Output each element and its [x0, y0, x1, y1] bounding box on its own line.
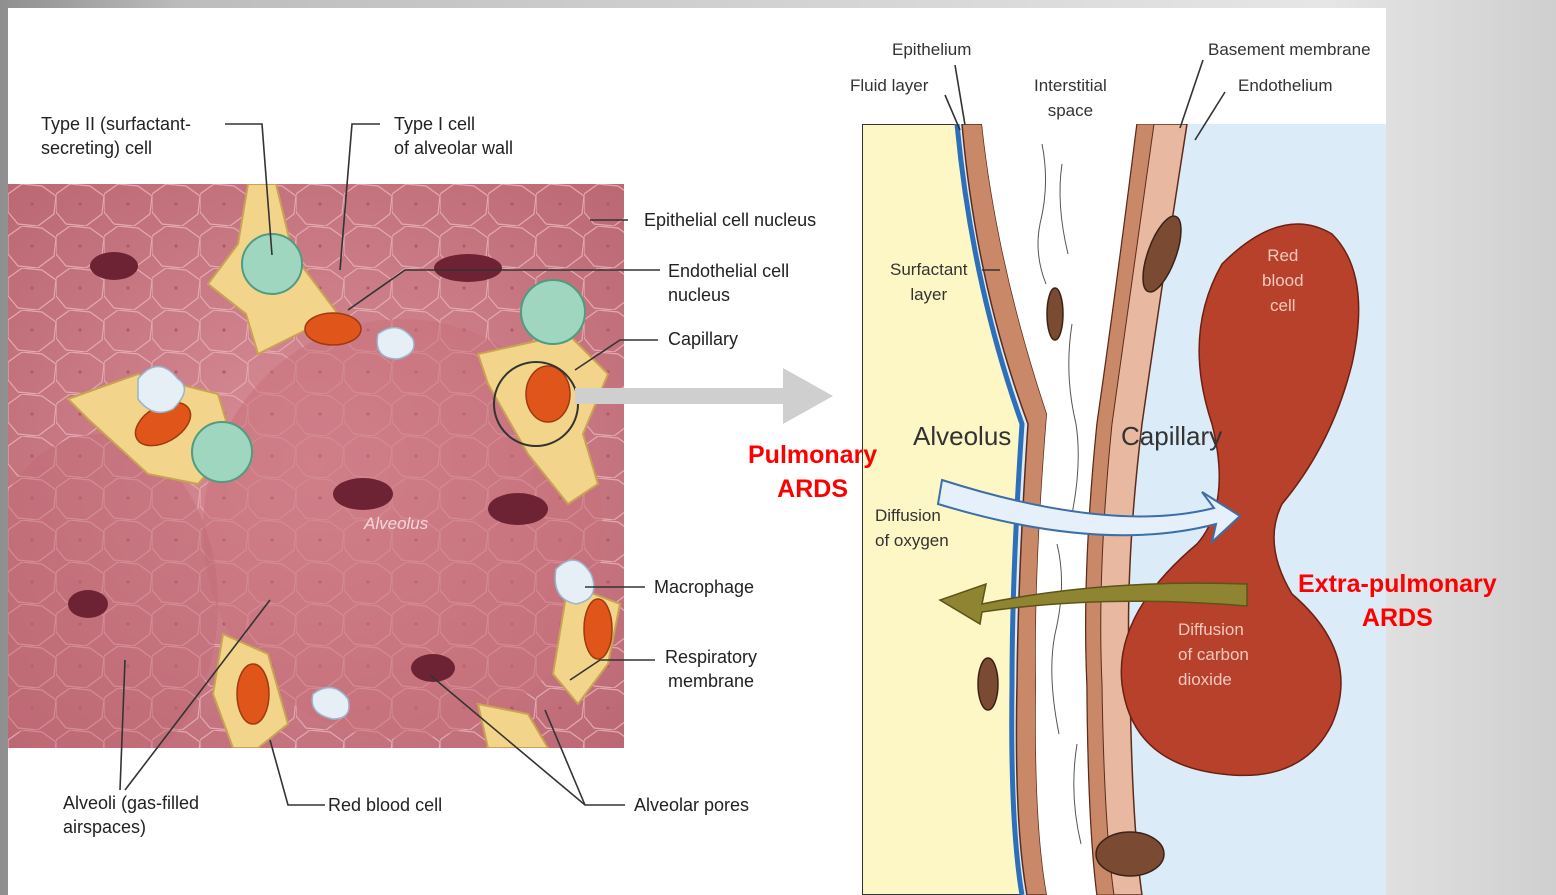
label-capillary-right: Capillary: [1121, 421, 1222, 452]
label-type-i-cell: Type I cell of alveolar wall: [394, 112, 513, 160]
label-red-blood-cell-right: Red blood cell: [1262, 243, 1304, 318]
annotation-extra-pulmonary-ards: Extra-pulmonary ARDS: [1298, 567, 1497, 635]
label-surfactant-layer: Surfactant layer: [890, 257, 968, 307]
label-endothelium: Endothelium: [1238, 73, 1333, 98]
label-alveolus-left: Alveolus: [364, 512, 428, 536]
label-basement-membrane: Basement membrane: [1208, 37, 1371, 62]
label-alveoli: Alveoli (gas-filled airspaces): [63, 791, 199, 839]
annotation-pulmonary-ards: Pulmonary ARDS: [748, 438, 877, 506]
label-diffusion-co2: Diffusion of carbon dioxide: [1178, 617, 1249, 692]
label-alveolar-pores: Alveolar pores: [634, 793, 749, 817]
label-epithelial-nucleus: Epithelial cell nucleus: [644, 208, 816, 232]
magnify-arrow: [575, 364, 837, 428]
label-red-blood-cell-left: Red blood cell: [328, 793, 442, 817]
label-respiratory-membrane: Respiratory membrane: [665, 645, 757, 693]
label-endothelial-nucleus: Endothelial cell nucleus: [668, 259, 789, 307]
label-capillary: Capillary: [668, 327, 738, 351]
label-interstitial-space: Interstitial space: [1034, 73, 1107, 123]
label-fluid-layer: Fluid layer: [850, 73, 928, 98]
label-type-ii-cell: Type II (surfactant- secreting) cell: [41, 112, 191, 160]
label-diffusion-oxygen: Diffusion of oxygen: [875, 503, 949, 553]
alveolar-tissue-illustration: [8, 184, 624, 748]
label-alveolus-right: Alveolus: [913, 421, 1011, 452]
label-epithelium: Epithelium: [892, 37, 971, 62]
label-macrophage: Macrophage: [654, 575, 754, 599]
